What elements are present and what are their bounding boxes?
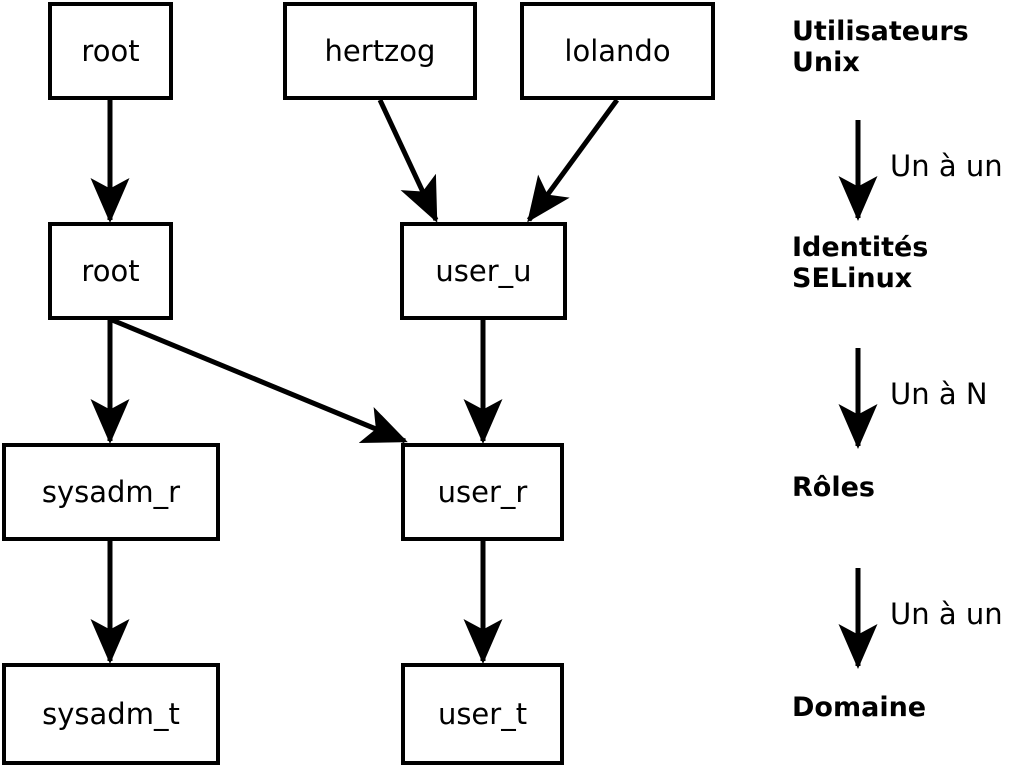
node-role-user[interactable]: user_r [401,443,564,541]
edge-ident-root-to-role-user [111,317,408,444]
legend-tier-role: Rôles [792,472,875,503]
node-label: user_r [437,474,528,509]
node-role-sysadm[interactable]: sysadm_r [2,443,220,541]
legend-tier-unix: Utilisateurs Unix [792,16,969,79]
node-label: sysadm_t [42,696,180,731]
node-dom-user[interactable]: user_t [401,663,564,765]
legend-tier-domain: Domaine [792,692,927,723]
edge-unix-hertzog-to-ident-user_u [377,98,439,223]
node-label: user_u [435,253,532,288]
node-label: hertzog [324,33,436,68]
edge-unix-lolando-to-ident-user_u [526,98,620,223]
legend-arrow-3-label: Un à un [890,597,1003,631]
legend-arrow-2-label: Un à N [890,377,988,411]
node-label: root [81,253,140,288]
node-unix-lolando[interactable]: lolando [520,2,715,100]
node-ident-user_u[interactable]: user_u [400,222,567,320]
node-label: sysadm_r [41,474,181,509]
legend-tier-identity: Identités SELinux [792,232,929,295]
node-label: root [81,33,140,68]
node-label: lolando [564,33,671,68]
node-label: user_t [437,696,528,731]
legend-arrow-1-label: Un à un [890,149,1003,183]
node-ident-root[interactable]: root [48,222,173,320]
node-unix-hertzog[interactable]: hertzog [283,2,477,100]
node-dom-sysadm[interactable]: sysadm_t [2,663,220,765]
node-unix-root[interactable]: root [48,2,173,100]
